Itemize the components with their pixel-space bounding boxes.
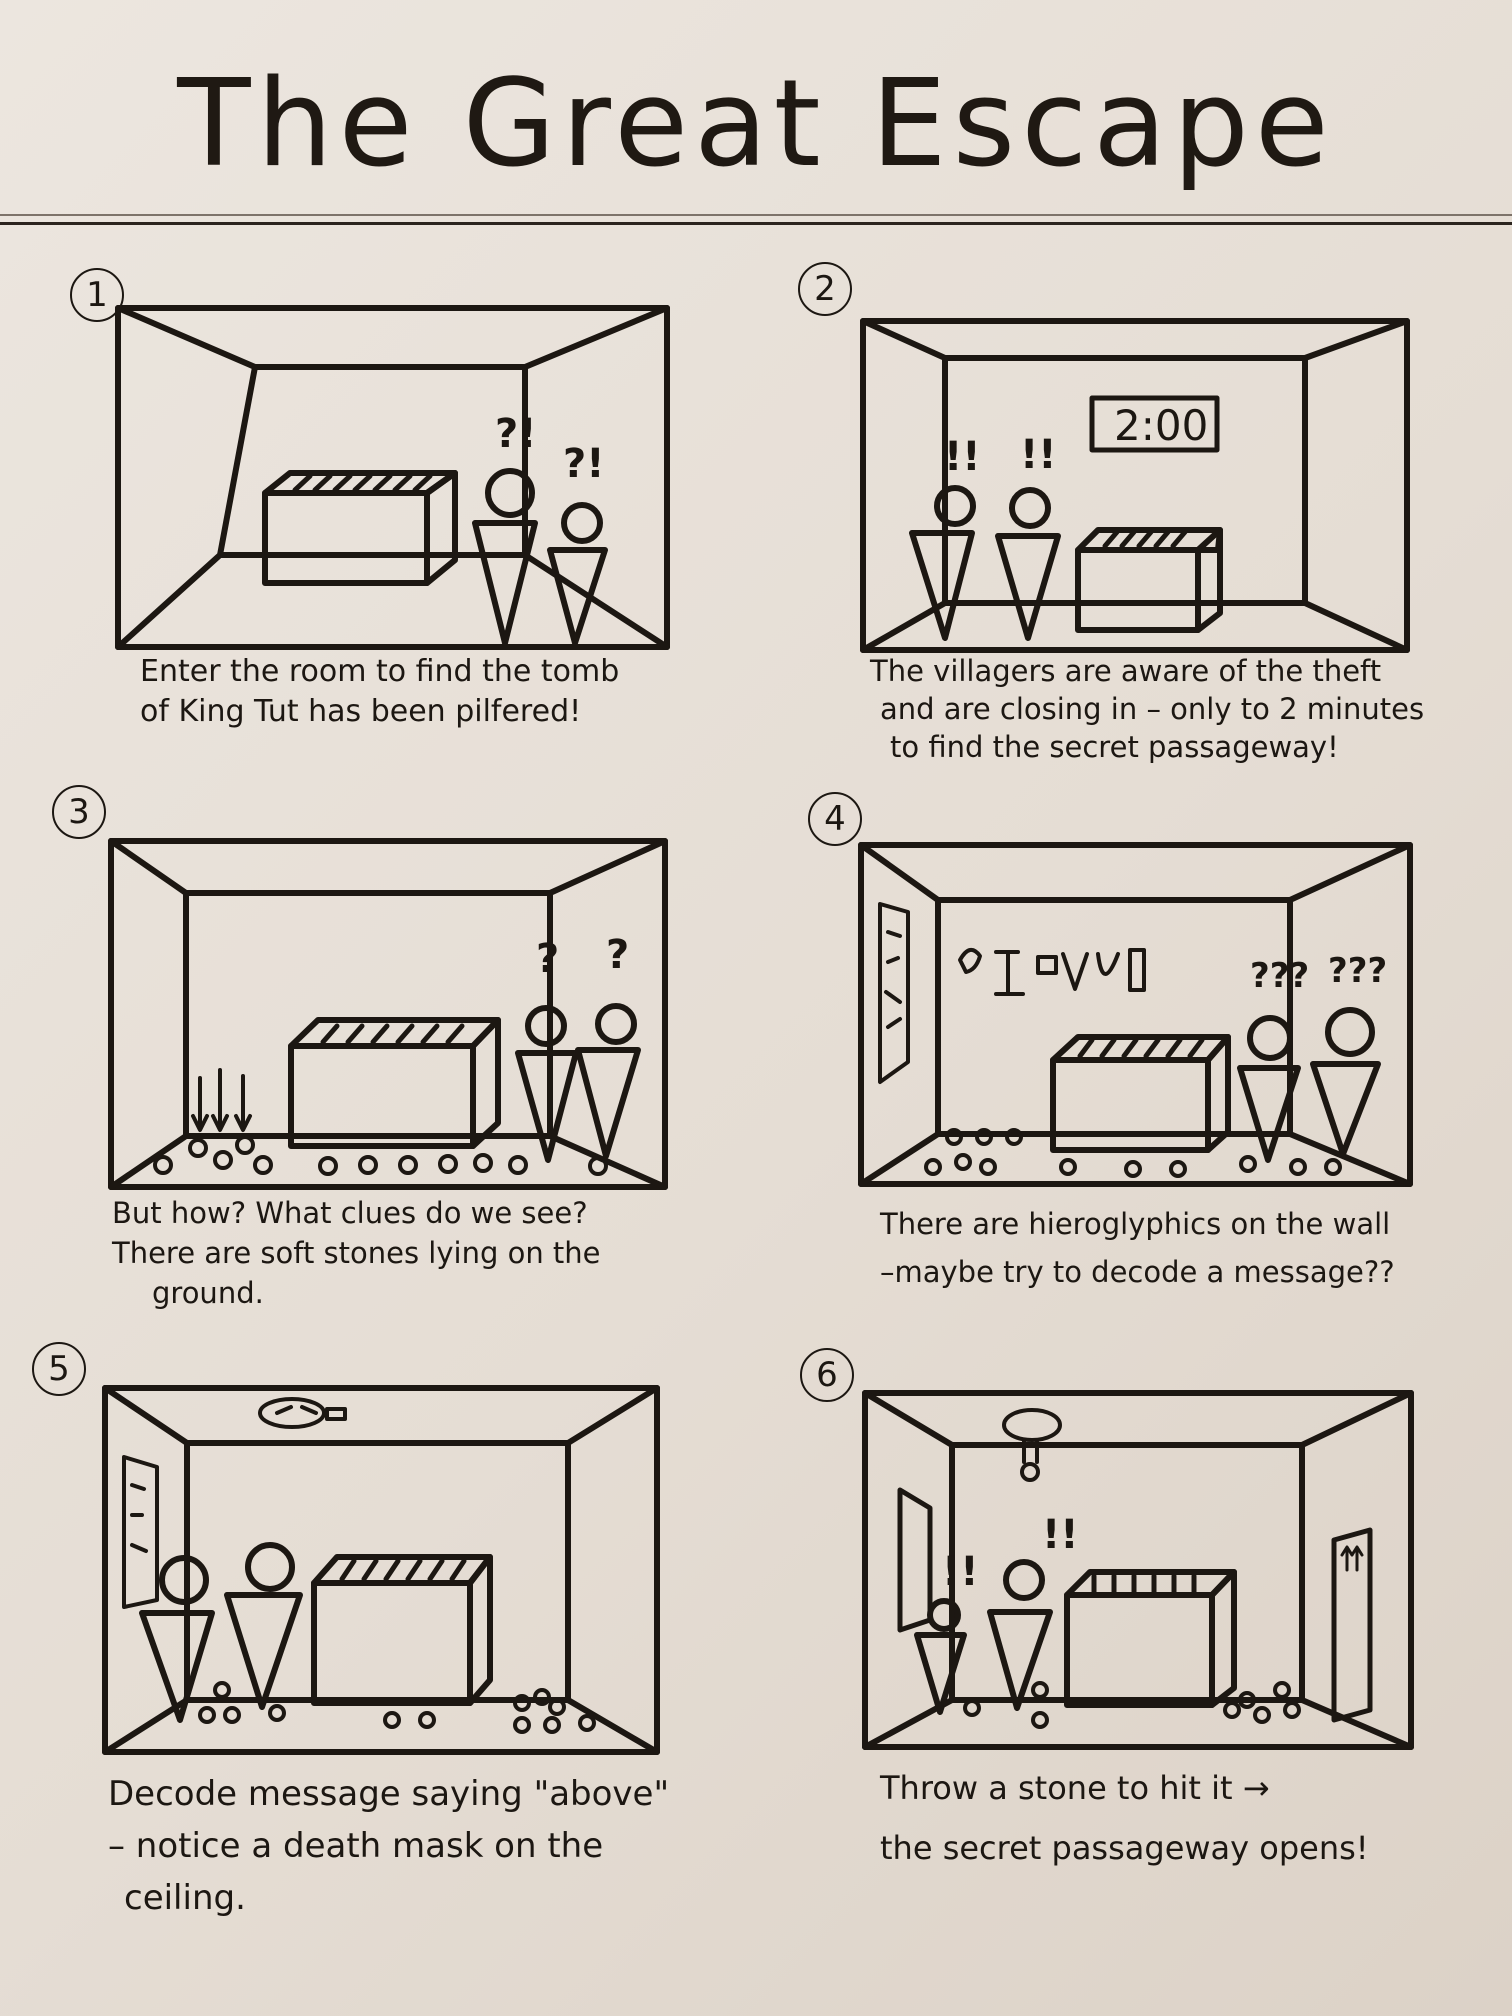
tomb-sarcophagus (288, 1017, 501, 1149)
villager-figure-1 (139, 1555, 215, 1723)
ceiling-edges (860, 318, 1410, 361)
caption-line: of King Tut has been pilfered! (140, 694, 582, 729)
villager-figure-1 (472, 468, 538, 646)
confusion-mark-2: ??? (1328, 951, 1387, 991)
title-divider-thick (0, 222, 1512, 225)
tomb-sarcophagus (1064, 1569, 1237, 1708)
back-wall-lines (858, 897, 1413, 1187)
panel-number-2: 2 (798, 262, 852, 316)
panel-4-drawing: ??? ??? (858, 842, 1413, 1187)
caption-line: –maybe try to decode a message?? (880, 1255, 1395, 1289)
arrows-pointing-down (191, 1068, 252, 1132)
villager-figure-2 (547, 502, 608, 646)
countdown-timer-text: 2:00 (1114, 401, 1208, 450)
caption-line: to find the secret passageway! (890, 730, 1339, 764)
question-mark-2: ? (606, 932, 629, 978)
back-wall-lines (860, 355, 1410, 653)
villager-figure-2 (995, 487, 1061, 641)
hieroglyph-wall-panel (878, 902, 910, 1084)
ceiling-edges (108, 838, 668, 896)
panel-2-caption: The villagers are aware of the theft and… (870, 652, 1424, 766)
villager-figure-2 (1310, 1007, 1381, 1157)
open-wall-panel (897, 1487, 933, 1633)
villager-figure-1 (909, 485, 976, 641)
panel-6-caption: Throw a stone to hit it → the secret pas… (880, 1758, 1369, 1878)
surprise-mark-1: ?! (495, 411, 536, 457)
caption-line: But how? What clues do we see? (112, 1196, 588, 1230)
ceiling-edges (858, 842, 1413, 903)
villager-figure-2 (987, 1559, 1053, 1711)
death-mask-ceiling (1002, 1408, 1062, 1482)
villager-figure-2 (575, 1003, 641, 1159)
caption-line: Decode message saying "above" (108, 1774, 670, 1814)
excitement-mark-1: !! (942, 1549, 978, 1595)
ceiling-edges (115, 305, 670, 370)
confusion-mark-1: ??? (1250, 956, 1309, 996)
room-frame (115, 305, 670, 650)
panel-number-6: 6 (800, 1348, 854, 1402)
back-wall-lines (862, 1442, 1414, 1750)
panel-3-drawing: ? ? (108, 838, 668, 1190)
soft-stones (198, 1681, 596, 1734)
ceiling-edges (862, 1390, 1414, 1448)
room-frame (858, 842, 1413, 1187)
tomb-sarcophagus (1050, 1034, 1231, 1153)
soft-stones (963, 1681, 1301, 1729)
surprise-mark-2: ?! (563, 441, 604, 487)
caption-line: and are closing in – only to 2 minutes (880, 692, 1425, 726)
tomb-sarcophagus (262, 470, 458, 586)
panel-5-caption: Decode message saying "above" – notice a… (108, 1768, 669, 1924)
panel-number-4: 4 (808, 792, 862, 846)
panel-4-caption: There are hieroglyphics on the wall –may… (880, 1200, 1395, 1296)
panel-number-3: 3 (52, 785, 106, 839)
death-mask-ceiling (258, 1397, 347, 1429)
room-frame (862, 1390, 1414, 1750)
panel-6-drawing: !! !! (862, 1390, 1414, 1750)
panel-5-drawing (102, 1385, 660, 1755)
back-wall-floor-line (217, 364, 670, 650)
panel-1-caption: Enter the room to find the tomb of King … (140, 652, 619, 732)
alarm-mark-2: !! (1020, 432, 1056, 478)
caption-line: Enter the room to find the tomb (140, 654, 620, 689)
soft-stones (924, 1128, 1342, 1178)
villager-figure-1 (914, 1598, 967, 1715)
page-title: The Great Escape (177, 55, 1335, 194)
panel-3-caption: But how? What clues do we see? There are… (112, 1193, 601, 1313)
caption-line: The villagers are aware of the theft (870, 654, 1382, 688)
tomb-sarcophagus (1075, 527, 1223, 633)
caption-line: Throw a stone to hit it → (880, 1769, 1270, 1807)
excitement-mark-2: !! (1042, 1512, 1078, 1558)
caption-line: ceiling. (124, 1878, 246, 1918)
room-frame (102, 1385, 660, 1755)
caption-line: the secret passageway opens! (880, 1829, 1369, 1867)
soft-stones (153, 1135, 608, 1176)
villager-figure-1 (1237, 1015, 1301, 1163)
room-frame (108, 838, 668, 1190)
panel-2-drawing: 2:00 !! !! (860, 318, 1410, 653)
room-frame (860, 318, 1410, 653)
alarm-mark-1: !! (944, 434, 980, 480)
hieroglyphics-row (958, 948, 1146, 996)
panel-number-1: 1 (70, 268, 124, 322)
caption-line: ground. (152, 1276, 264, 1310)
caption-line: There are soft stones lying on the (112, 1236, 601, 1270)
countdown-timer-box (1089, 395, 1220, 453)
question-mark-1: ? (536, 936, 559, 982)
villager-figure-2 (224, 1542, 303, 1710)
tomb-sarcophagus (311, 1554, 493, 1706)
left-wall-edge (115, 364, 258, 650)
panel-number-5: 5 (32, 1342, 86, 1396)
panel-1-drawing: ?! ?! (115, 305, 670, 650)
secret-passageway-door (1331, 1527, 1373, 1723)
title-divider-thin (0, 214, 1512, 216)
villager-figure-1 (515, 1005, 579, 1163)
hieroglyph-wall-panel (122, 1455, 159, 1609)
caption-line: There are hieroglyphics on the wall (880, 1207, 1391, 1241)
caption-line: – notice a death mask on the (108, 1826, 604, 1866)
ceiling-edges (102, 1385, 660, 1446)
